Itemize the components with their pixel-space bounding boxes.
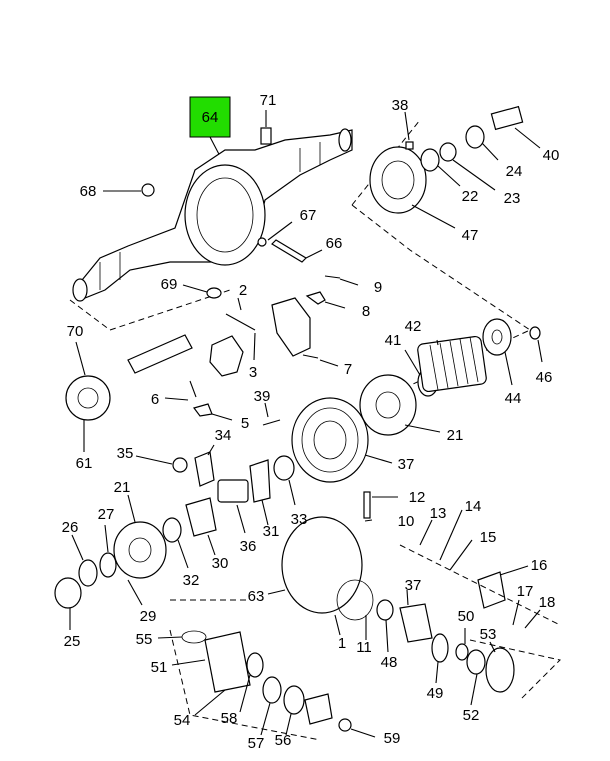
callout-29: 29 [140, 608, 157, 625]
callout-5: 5 [241, 415, 249, 432]
callout-30: 30 [212, 555, 229, 572]
callout-70: 70 [67, 323, 84, 340]
callout-3: 3 [249, 364, 257, 381]
ring-gear-37 [291, 397, 369, 483]
callout-36: 36 [240, 538, 257, 555]
callout-63: 63 [248, 588, 265, 605]
callout-1: 1 [338, 635, 346, 652]
callouts: 71 68 38 40 24 22 23 47 67 66 69 9 8 2 7… [62, 92, 560, 752]
callout-10: 10 [398, 513, 415, 530]
callout-22: 22 [462, 188, 479, 205]
callout-17: 17 [517, 583, 534, 600]
callout-21b: 21 [114, 479, 131, 496]
callout-34: 34 [215, 427, 232, 444]
callout-23: 23 [504, 190, 521, 207]
callout-11: 11 [356, 639, 372, 656]
callout-37a: 37 [398, 456, 415, 473]
callout-12: 12 [409, 489, 426, 506]
callout-25: 25 [64, 633, 81, 650]
callout-2: 2 [239, 282, 247, 299]
callout-26: 26 [62, 519, 79, 536]
callout-13: 13 [430, 505, 447, 522]
callout-49: 49 [427, 685, 444, 702]
callout-46: 46 [536, 369, 553, 386]
callout-42: 42 [405, 318, 422, 335]
callout-71: 71 [260, 92, 277, 109]
callout-18: 18 [539, 594, 556, 611]
callout-47: 47 [462, 227, 479, 244]
callout-27: 27 [98, 506, 115, 523]
callout-31: 31 [263, 523, 280, 540]
axle-housing [72, 128, 353, 302]
callout-53: 53 [480, 626, 497, 643]
callout-68: 68 [80, 183, 97, 200]
carrier-housing-63 [281, 516, 374, 621]
callout-33: 33 [291, 511, 308, 528]
callout-16: 16 [531, 557, 548, 574]
callout-21a: 21 [447, 427, 464, 444]
callout-61: 61 [76, 455, 93, 472]
callout-24: 24 [506, 163, 523, 180]
callout-64: 64 [202, 109, 219, 126]
callout-55: 55 [136, 631, 153, 648]
highlight-box [189, 96, 231, 138]
callout-39: 39 [254, 388, 271, 405]
callout-59: 59 [384, 730, 401, 747]
callout-66: 66 [326, 235, 343, 252]
callout-15: 15 [480, 529, 497, 546]
callout-69: 69 [161, 276, 178, 293]
callout-35: 35 [117, 445, 134, 462]
callout-51: 51 [151, 659, 168, 676]
callout-14: 14 [465, 498, 482, 515]
callout-41: 41 [385, 332, 402, 349]
callout-50: 50 [458, 608, 475, 625]
callout-52: 52 [463, 707, 480, 724]
callout-7: 7 [344, 361, 352, 378]
callout-9: 9 [374, 279, 382, 296]
callout-54: 54 [174, 712, 191, 729]
callout-8: 8 [362, 303, 370, 320]
callout-6: 6 [151, 391, 159, 408]
callout-32: 32 [183, 572, 200, 589]
callout-37b: 37 [405, 577, 422, 594]
callout-48: 48 [381, 654, 398, 671]
carrier-flange-47 [369, 146, 427, 214]
callout-57: 57 [248, 735, 265, 752]
highlighted-part-64[interactable]: 64 [189, 96, 231, 138]
callout-56: 56 [275, 732, 292, 749]
callout-67: 67 [300, 207, 317, 224]
callout-40: 40 [543, 147, 560, 164]
callout-44: 44 [505, 390, 522, 407]
callout-38: 38 [392, 97, 409, 114]
callout-58: 58 [221, 710, 238, 727]
